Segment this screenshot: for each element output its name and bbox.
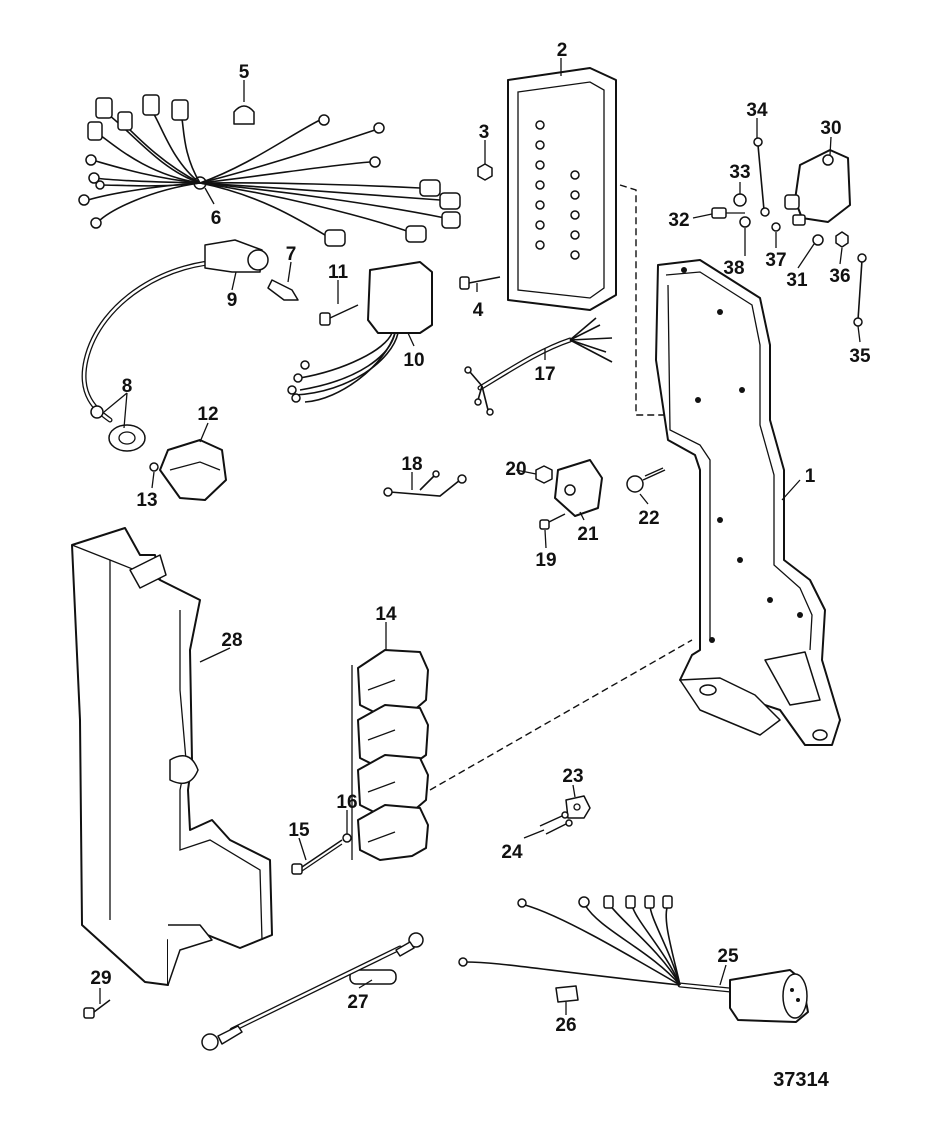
solenoid-nut (739, 216, 751, 228)
callout-36: 36 (829, 266, 850, 287)
callout-9: 9 (227, 290, 238, 311)
callout-15: 15 (288, 820, 310, 841)
callout-30: 30 (820, 118, 841, 139)
screw (459, 276, 501, 290)
wiring-harness (78, 94, 461, 247)
coil-washer (342, 833, 352, 843)
callout-6: 6 (211, 208, 222, 229)
callout-28: 28 (221, 630, 242, 651)
sensor-nut (535, 465, 553, 484)
callout-35: 35 (849, 346, 871, 367)
callout-14: 14 (375, 604, 397, 625)
callout-33: 33 (729, 162, 750, 183)
callout-11: 11 (328, 262, 349, 283)
leader-lines (99, 58, 861, 1015)
bracket-bolt (626, 467, 666, 493)
spark-plug (267, 279, 299, 301)
ignition-coils (351, 649, 429, 861)
callout-8: 8 (122, 376, 133, 397)
callout-32: 32 (668, 210, 689, 231)
sensor-screw (539, 513, 566, 530)
electrical-cover (71, 527, 273, 986)
solenoid-lockwasher (771, 222, 781, 232)
battery-cable (201, 932, 424, 1051)
sub-harness (464, 317, 613, 416)
solenoid-screw (711, 207, 745, 219)
cable-clamp (565, 795, 591, 819)
solenoid-lead (753, 137, 770, 217)
callout-2: 2 (557, 40, 568, 61)
callout-37: 37 (765, 250, 786, 271)
callout-10: 10 (403, 350, 424, 371)
callout-12: 12 (197, 404, 218, 425)
engine-harness (349, 895, 809, 1023)
cover-screw (83, 999, 111, 1019)
high-tension-lead (81, 239, 269, 423)
callout-13: 13 (136, 490, 157, 511)
callout-18: 18 (401, 454, 422, 475)
rectifier-screw (319, 304, 359, 326)
solenoid-bolt (812, 234, 824, 246)
callout-17: 17 (534, 364, 555, 385)
callout-24: 24 (501, 842, 523, 863)
callout-16: 16 (336, 792, 357, 813)
callout-29: 29 (90, 968, 111, 989)
starter-solenoid (784, 149, 851, 226)
mounting-bracket (655, 259, 841, 746)
rectifier-module (287, 261, 433, 403)
module-washer (149, 462, 159, 472)
ignition-module (159, 439, 227, 501)
callout-labels: 1 2 3 4 5 6 7 8 9 10 11 12 13 14 15 16 1… (90, 40, 871, 1091)
callout-27: 27 (347, 992, 368, 1013)
callout-3: 3 (479, 122, 490, 143)
callout-21: 21 (577, 524, 599, 545)
callout-38: 38 (723, 258, 744, 279)
switch-box-module (507, 67, 617, 311)
coil-screw (291, 839, 343, 875)
nut (477, 163, 493, 181)
callout-19: 19 (535, 550, 556, 571)
harness-clip (555, 985, 579, 1003)
ground-lead (853, 253, 867, 327)
sensor (554, 459, 603, 517)
callout-22: 22 (638, 508, 659, 529)
clamp-screws (539, 811, 573, 835)
figure-number: 37314 (773, 1069, 829, 1091)
solenoid-washer (733, 193, 747, 207)
callout-4: 4 (473, 300, 484, 321)
callout-20: 20 (505, 459, 526, 480)
harness-clamp (233, 105, 255, 125)
callout-34: 34 (746, 100, 768, 121)
callout-25: 25 (717, 946, 739, 967)
callout-31: 31 (786, 270, 808, 291)
jumper-lead (383, 470, 467, 497)
callout-7: 7 (286, 244, 297, 265)
callout-23: 23 (562, 766, 583, 787)
callout-26: 26 (555, 1015, 576, 1036)
callout-1: 1 (805, 466, 816, 487)
terminal-nut (835, 231, 849, 248)
lead-boot-cap (90, 405, 146, 452)
callout-5: 5 (239, 62, 250, 83)
